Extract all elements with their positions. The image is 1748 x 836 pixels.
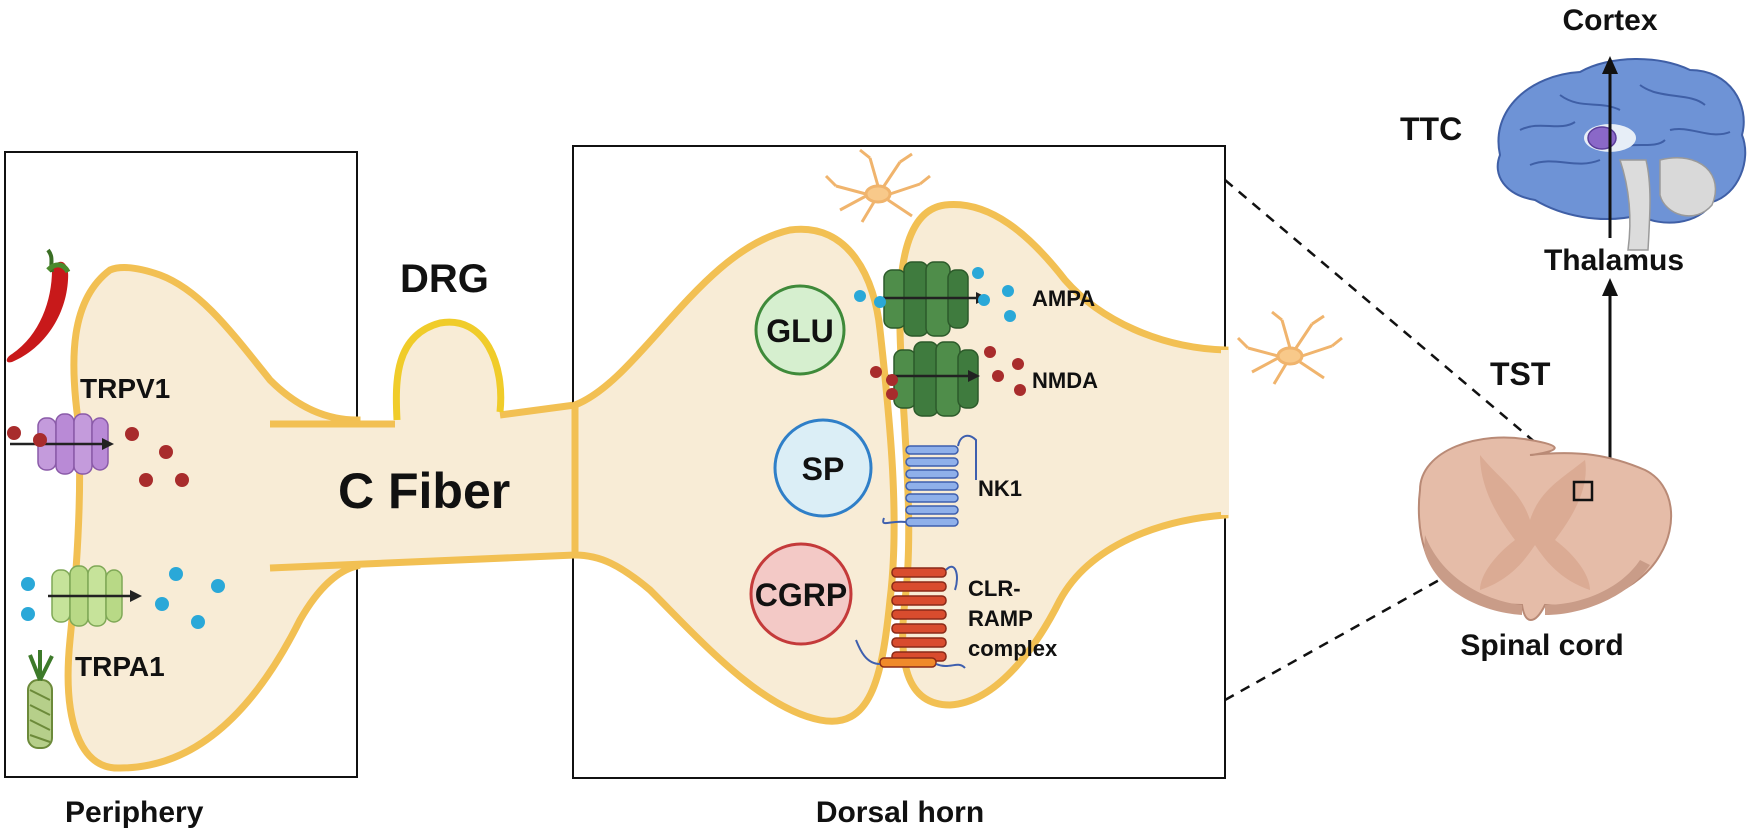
spinal-cord-icon — [1417, 436, 1673, 621]
trpa1-channel — [48, 565, 142, 627]
arrow-head-cortex — [1602, 56, 1618, 74]
trpa1-label: TRPA1 — [75, 651, 165, 682]
c-fiber-neuron — [64, 264, 576, 772]
glu-label: GLU — [766, 313, 834, 349]
clr-ramp-receptor — [855, 565, 966, 669]
trpv1-channel — [10, 413, 114, 475]
astrocyte-icon — [1236, 310, 1343, 385]
glutamate-molecules-ampa — [854, 267, 1016, 322]
c-fiber-label: C Fiber — [338, 463, 510, 519]
clr-label-line3: complex — [968, 636, 1058, 661]
ampa-label: AMPA — [1032, 286, 1095, 311]
drg-label: DRG — [400, 257, 489, 301]
astrocyte-icon — [824, 148, 931, 223]
tst-label: TST — [1490, 356, 1551, 392]
periphery-label: Periphery — [65, 796, 204, 829]
ttc-label: TTC — [1400, 111, 1462, 147]
nmda-receptor — [888, 341, 980, 417]
thalamus-label: Thalamus — [1544, 244, 1684, 277]
cortex-label: Cortex — [1562, 4, 1657, 37]
allyl-isothiocyanate-molecules — [21, 567, 225, 629]
wasabi-icon — [27, 650, 54, 749]
nk1-label: NK1 — [978, 476, 1022, 501]
trpv1-label: TRPV1 — [80, 373, 170, 404]
zoom-lines — [1224, 179, 1583, 702]
nk1-receptor — [882, 434, 977, 527]
chili-pepper-icon — [6, 248, 71, 363]
sp-vesicle: SP — [773, 418, 873, 518]
nmda-label: NMDA — [1032, 368, 1098, 393]
clr-label-line1: CLR- — [968, 576, 1021, 601]
spinal-cord-label: Spinal cord — [1460, 629, 1623, 662]
capsaicin-molecules — [7, 426, 189, 487]
dorsal-horn-label: Dorsal horn — [816, 796, 984, 829]
cgrp-label: CGRP — [755, 577, 847, 613]
ampa-receptor — [880, 261, 988, 337]
clr-label-line2: RAMP — [968, 606, 1033, 631]
arrow-head-thalamus — [1602, 278, 1618, 296]
glutamate-molecules-nmda — [870, 346, 1026, 400]
sp-label: SP — [802, 451, 845, 487]
glu-vesicle: GLU — [754, 284, 846, 376]
drg-loop — [392, 318, 505, 421]
brain-icon — [1496, 58, 1747, 251]
cgrp-vesicle: CGRP — [749, 542, 853, 646]
